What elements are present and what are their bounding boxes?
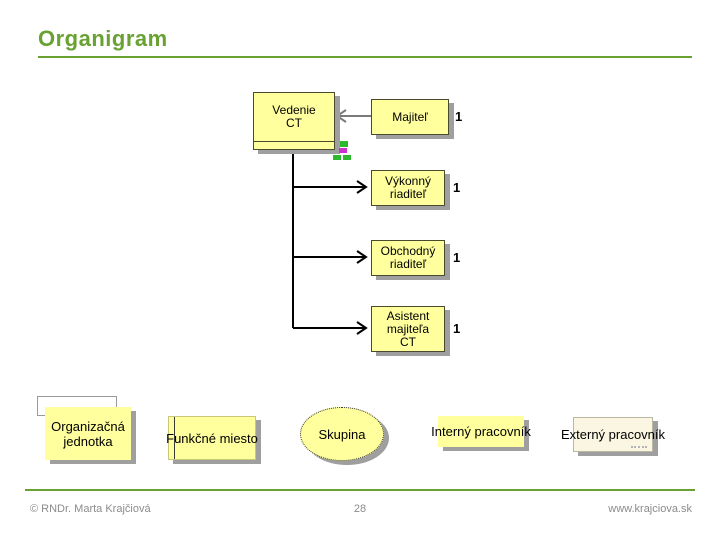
- title-underline: [38, 56, 692, 58]
- node-label: Asistent majiteľa CT: [386, 308, 430, 349]
- node-vedenie-ct: Vedenie CT: [253, 92, 335, 150]
- arrowhead-left-owner: [335, 109, 347, 123]
- legend-label: Organizačná jednotka: [51, 418, 125, 449]
- page-title: Organigram: [38, 26, 168, 51]
- compartment-divider: [254, 141, 334, 142]
- tree-node-mid: [339, 148, 347, 153]
- tree-node-top: [340, 141, 348, 147]
- legend-label: Externý pracovník: [560, 427, 666, 442]
- footer-website: www.krajciova.sk: [608, 503, 692, 515]
- legend-label: Interný pracovník: [431, 424, 531, 439]
- tree-node-left: [333, 155, 341, 160]
- arrowhead-right-1: [356, 180, 368, 194]
- arrowhead-right-2: [356, 250, 368, 264]
- node-label: Obchodný riaditeľ: [380, 244, 436, 271]
- footer-page-number: 28: [353, 503, 367, 515]
- org-tree-icon: [333, 140, 352, 160]
- legend-label: Funkčné miesto: [166, 430, 258, 446]
- tiny-note-mark: [631, 443, 647, 448]
- node-majitel: Majiteľ: [371, 99, 449, 135]
- legend-position: Funkčné miesto: [166, 416, 258, 460]
- legend-internal-worker: Interný pracovník: [431, 416, 531, 447]
- footer-divider: [25, 489, 695, 491]
- legend-label: Skupina: [318, 426, 366, 442]
- node-vykonny-riaditel: Výkonný riaditeľ: [371, 170, 445, 206]
- legend-group-ellipse: Skupina: [300, 407, 384, 461]
- position-left-line: [174, 417, 175, 459]
- cardinality-label: 1: [455, 109, 463, 124]
- node-label: Majiteľ: [392, 109, 428, 124]
- footer-copyright: © RNDr. Marta Krajčiová: [30, 503, 151, 515]
- legend-org-unit: Organizačná jednotka: [45, 407, 131, 460]
- cardinality-label: 1: [453, 250, 461, 265]
- node-obchodny-riaditel: Obchodný riaditeľ: [371, 240, 445, 276]
- legend-external-worker: Externý pracovník: [561, 417, 665, 452]
- node-asistent-majitela: Asistent majiteľa CT: [371, 306, 445, 352]
- cardinality-label: 1: [453, 321, 461, 336]
- tree-node-right: [343, 155, 351, 160]
- cardinality-label: 1: [453, 180, 461, 195]
- node-label: Vedenie CT: [272, 103, 316, 130]
- node-label: Výkonný riaditeľ: [384, 174, 432, 201]
- arrowhead-right-3: [356, 321, 368, 335]
